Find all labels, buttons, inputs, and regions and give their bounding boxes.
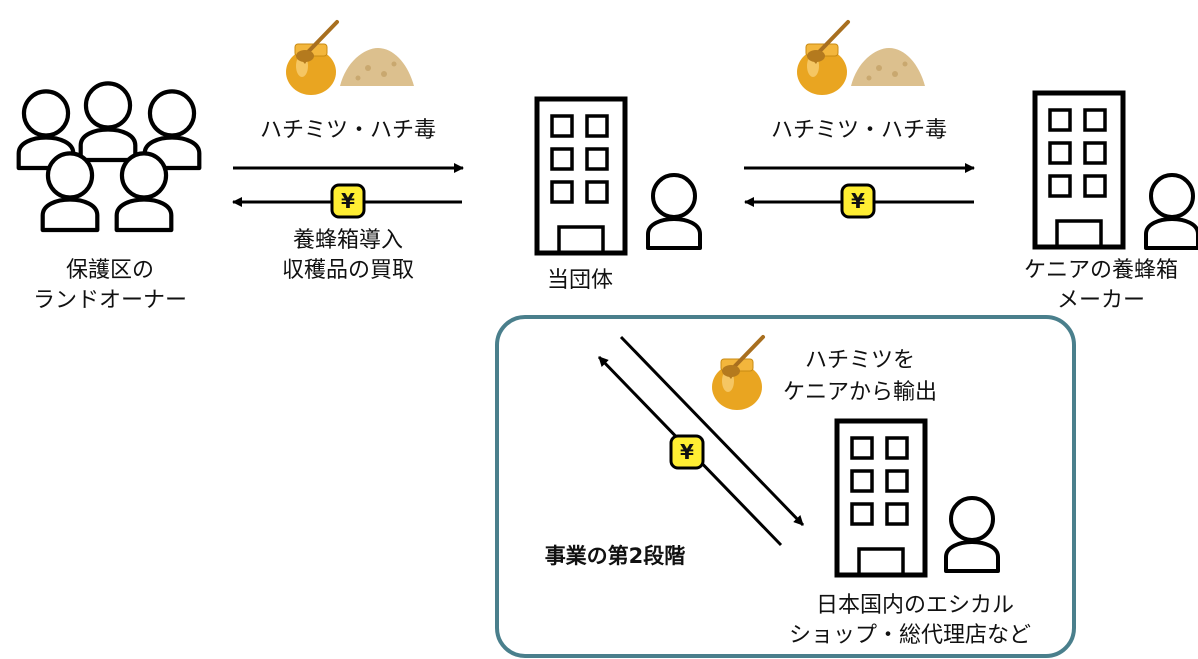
- node-label-shops-2: ショップ・総代理店など: [788, 623, 1031, 648]
- arrow-export-to-shops: [619, 335, 805, 527]
- node-label-maker-2: メーカー: [1056, 288, 1145, 313]
- bee-venom-powder-icon: [851, 48, 925, 86]
- honey-jar-icon: [795, 20, 850, 97]
- node-label-landowners-1: 保護区の: [65, 258, 154, 283]
- flow-label-payment-left-1: 養蜂箱導入: [292, 228, 403, 253]
- flow-label-export-1: ハチミツを: [804, 348, 915, 373]
- honey-jar-icon: [710, 335, 765, 412]
- people-group-icon: [19, 83, 200, 230]
- person-icon: [646, 173, 702, 250]
- flow-label-export-2: ケニアから輸出: [782, 380, 937, 405]
- phase2-label: 事業の第2段階: [544, 544, 686, 568]
- node-label-shops-1: 日本国内のエシカル: [815, 593, 1014, 618]
- building-icon: [1035, 93, 1123, 247]
- yen-symbol: ¥: [680, 440, 694, 464]
- flow-label-goods-left: ハチミツ・ハチ毒: [259, 118, 436, 143]
- yen-symbol: ¥: [851, 189, 865, 213]
- bee-venom-powder-icon: [340, 48, 414, 86]
- node-label-landowners-2: ランドオーナー: [32, 288, 187, 313]
- person-icon: [1144, 173, 1198, 250]
- honey-jar-icon: [284, 20, 339, 97]
- node-label-organization: 当団体: [546, 268, 613, 293]
- yen-symbol: ¥: [341, 189, 355, 213]
- flow-label-goods-right: ハチミツ・ハチ毒: [770, 118, 947, 143]
- flow-label-payment-left-2: 収穫品の買取: [281, 258, 414, 283]
- person-icon: [944, 496, 1000, 573]
- building-icon: [837, 421, 925, 575]
- node-label-maker-1: ケニアの養蜂箱: [1023, 258, 1178, 283]
- building-icon: [537, 99, 625, 253]
- phase2-box: [495, 315, 1076, 658]
